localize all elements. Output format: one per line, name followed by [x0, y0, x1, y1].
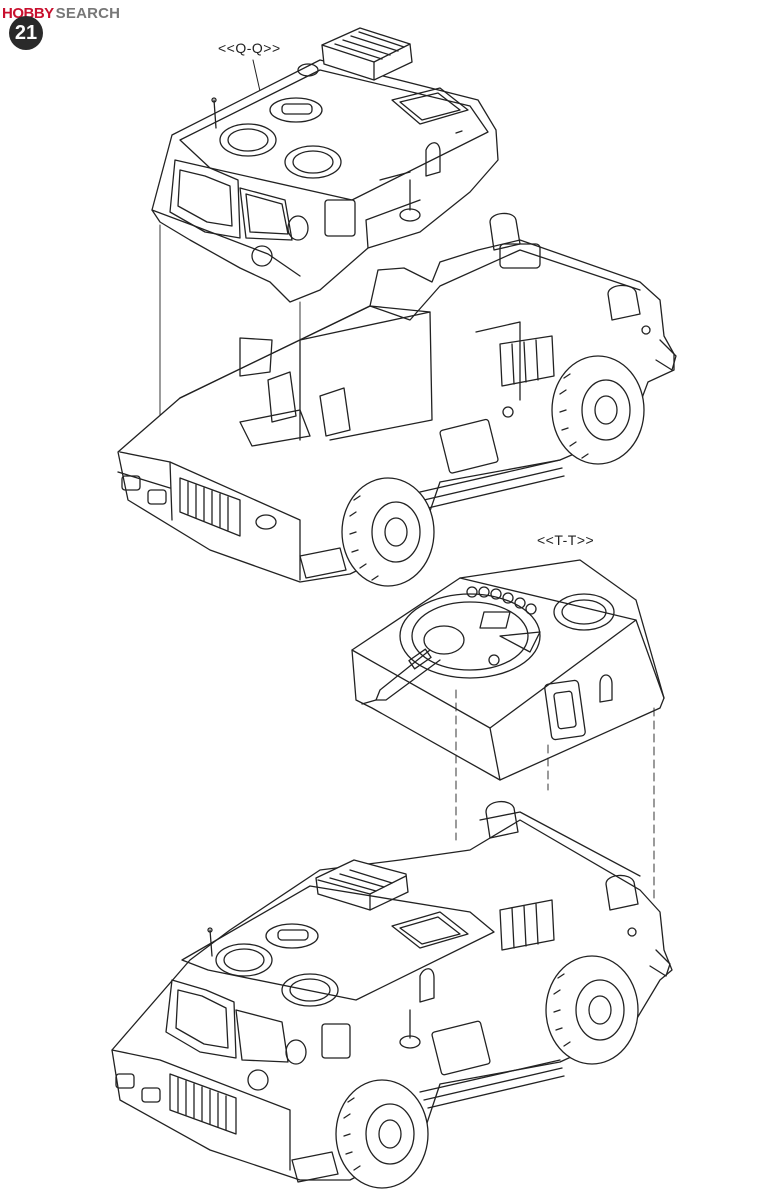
step-number-badge: 21: [9, 16, 43, 50]
turret-module-part: [351, 559, 665, 781]
watermark-text: SEARCH: [55, 4, 121, 22]
callout-q-q: <<Q-Q>>: [218, 40, 281, 56]
vehicle-assembled: [111, 801, 673, 1189]
vehicle-chassis-1: [117, 212, 677, 587]
hobby-search-watermark: HOBBY SEARCH: [2, 4, 120, 22]
watermark-logo: HOBBY: [2, 4, 54, 22]
cab-roof-part: [151, 27, 499, 303]
callout-t-t: <<T-T>>: [537, 532, 595, 548]
step-number: 21: [14, 21, 38, 44]
